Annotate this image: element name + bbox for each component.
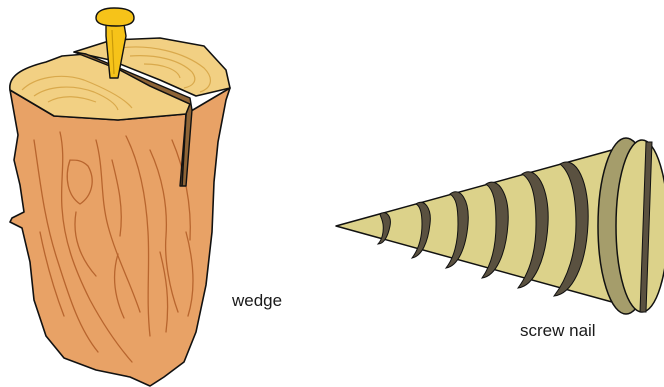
wedge-label: wedge [232, 292, 282, 309]
screw-head-face [616, 140, 664, 312]
log-with-wedge [10, 8, 230, 386]
log-body [10, 88, 230, 386]
screw-nail [336, 138, 664, 314]
screw-nail-label: screw nail [520, 322, 596, 339]
